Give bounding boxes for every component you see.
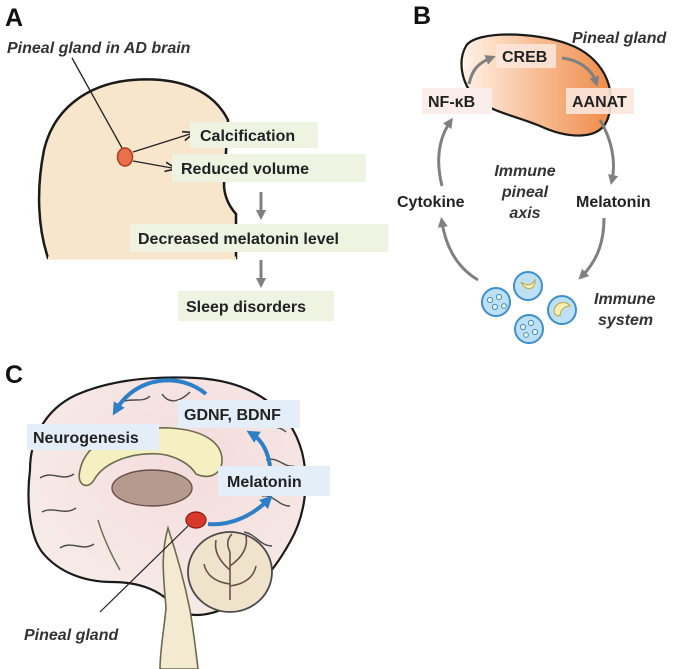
- immune-cells: [481, 271, 577, 344]
- cytokine-node-label: Cytokine: [397, 194, 465, 211]
- fornix: [97, 519, 121, 571]
- arrow-cytokine-to-nfkb: [437, 117, 453, 187]
- head-silhouette: [37, 78, 238, 260]
- immune-cell-4: [514, 314, 544, 344]
- arrow-to-reduced-volume: [132, 160, 172, 168]
- pineal-gland-marker: [116, 147, 134, 167]
- pineal-gland-label: Pineal gland: [24, 627, 119, 644]
- arrow-immune-to-cytokine: [437, 216, 479, 282]
- thalamus: [111, 469, 193, 507]
- brainstem: [159, 525, 199, 669]
- neurogenesis-box: [27, 424, 159, 450]
- panel-c: C: [5, 361, 330, 669]
- melatonin-box: [218, 466, 330, 496]
- aanat-box: [566, 88, 634, 114]
- pineal-gland-red: [185, 511, 207, 529]
- aanat-label: AANAT: [572, 94, 627, 111]
- immune-system-line-1: Immune: [594, 291, 655, 308]
- calcification-box: [190, 122, 318, 148]
- pineal-pointer-line: [99, 525, 189, 613]
- immune-cell-1: [481, 287, 511, 317]
- gdnf-box: [178, 400, 300, 428]
- melatonin-node-label: Melatonin: [576, 194, 651, 211]
- panel-b: B Pineal gland CREB AANAT NF-κB Melatoni…: [397, 2, 667, 344]
- panel-b-letter: B: [413, 2, 431, 30]
- neurogenesis-label: Neurogenesis: [33, 430, 139, 447]
- reduced-volume-box: [172, 154, 366, 182]
- panel-a-letter: A: [5, 4, 23, 32]
- nfkb-label: NF-κB: [428, 94, 475, 111]
- sleep-disorders-box: [178, 291, 334, 321]
- arrow-creb-to-aanat: [561, 56, 600, 87]
- decreased-melatonin-label: Decreased melatonin level: [138, 231, 339, 248]
- reduced-volume-label: Reduced volume: [181, 161, 309, 178]
- center-line-1: Immune: [494, 163, 555, 180]
- panel-a: A Pineal gland in AD brain Calcification…: [5, 4, 388, 321]
- caption-pointer-line: [71, 57, 123, 149]
- cerebellum-arbor: [203, 533, 257, 600]
- panel-c-letter: C: [5, 361, 23, 389]
- pineal-in-ad-brain-caption: Pineal gland in AD brain: [7, 40, 191, 57]
- calcification-label: Calcification: [200, 128, 295, 145]
- center-line-3: axis: [509, 205, 540, 222]
- immune-system-line-2: system: [598, 312, 653, 329]
- arrow-pineal-to-melatonin: [207, 495, 273, 527]
- arrow-to-calcification: [132, 134, 190, 153]
- pineal-gland-title: Pineal gland: [572, 30, 667, 47]
- arrow-melatonin-to-gdnf: [246, 430, 272, 467]
- arrow-melatonin-to-immune: [578, 217, 606, 280]
- creb-box: [496, 44, 556, 68]
- arrow-nfkb-to-creb: [467, 55, 496, 85]
- melatonin-label: Melatonin: [227, 474, 302, 491]
- arrow-gdnf-to-neurogenesis: [112, 378, 208, 416]
- decreased-melatonin-box: [130, 224, 388, 252]
- arrow-aanat-to-melatonin: [598, 119, 619, 185]
- nfkb-box: [422, 88, 492, 114]
- creb-label: CREB: [502, 49, 547, 66]
- center-line-2: pineal: [501, 184, 549, 201]
- gdnf-label: GDNF, BDNF: [184, 407, 281, 424]
- sleep-disorders-label: Sleep disorders: [186, 299, 306, 316]
